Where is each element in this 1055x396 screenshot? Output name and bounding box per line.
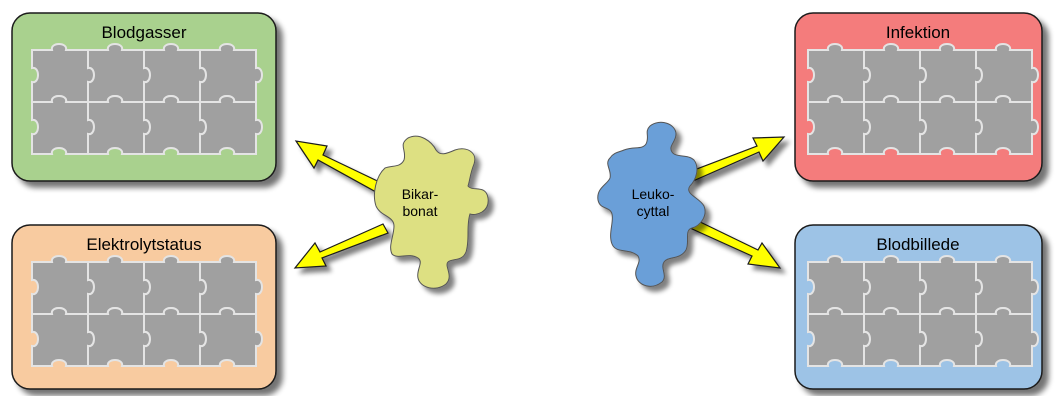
puzzle-grid-elektrolytstatus-piece [144, 308, 206, 366]
puzzle-grid-blodbillede-piece [920, 308, 982, 366]
puzzle-grid-elektrolytstatus-piece [32, 308, 94, 366]
puzzle-grid-blodgasser-piece [32, 44, 94, 102]
puzzle-grid-blodbillede-piece [864, 308, 926, 366]
puzzle-grid-blodgasser-piece [32, 96, 94, 154]
box-elektrolytstatus-title: Elektrolytstatus [86, 235, 201, 254]
puzzle-grid-infektion-piece [808, 44, 870, 102]
arrow-to-blodbillede [690, 219, 780, 268]
box-blodbillede-title: Blodbillede [876, 235, 959, 254]
puzzle-grid-infektion-piece [920, 44, 982, 102]
piece-bikarbonat-line2: bonat [402, 203, 437, 219]
puzzle-grid-blodgasser-piece [200, 96, 262, 154]
puzzle-grid-infektion [808, 44, 1038, 154]
puzzle-grid-elektrolytstatus-piece [200, 256, 262, 314]
puzzle-grid-elektrolytstatus-piece [88, 256, 150, 314]
puzzle-grid-elektrolytstatus-piece [200, 308, 262, 366]
puzzle-grid-infektion-piece [864, 96, 926, 154]
arrow-to-elektrolytstatus [295, 224, 388, 268]
puzzle-grid-blodgasser-piece [144, 96, 206, 154]
puzzle-grid-infektion-piece [864, 44, 926, 102]
puzzle-grid-blodbillede [808, 256, 1038, 366]
puzzle-grid-blodbillede-piece [808, 308, 870, 366]
piece-bikarbonat-line1: Bikar- [402, 186, 439, 202]
puzzle-grid-elektrolytstatus [32, 256, 262, 366]
puzzle-grid-elektrolytstatus-piece [88, 308, 150, 366]
puzzle-grid-blodbillede-piece [808, 256, 870, 314]
puzzle-grid-blodbillede-piece [976, 308, 1038, 366]
puzzle-grid-blodbillede-piece [864, 256, 926, 314]
puzzle-grid-elektrolytstatus-piece [144, 256, 206, 314]
puzzle-grid-blodgasser-piece [88, 44, 150, 102]
piece-leukocyttal-line1: Leuko- [632, 186, 675, 202]
puzzle-grid-infektion-piece [976, 96, 1038, 154]
puzzle-grid-blodbillede-piece [920, 256, 982, 314]
puzzle-grid-blodgasser-piece [88, 96, 150, 154]
puzzle-grid-infektion-piece [976, 44, 1038, 102]
puzzle-grid-blodgasser-piece [144, 44, 206, 102]
box-infektion-title: Infektion [886, 23, 950, 42]
puzzle-grid-blodgasser-piece [200, 44, 262, 102]
arrow-to-infektion [689, 137, 784, 181]
puzzle-grid-elektrolytstatus-piece [32, 256, 94, 314]
puzzle-grid-blodbillede-piece [976, 256, 1038, 314]
box-blodgasser-title: Blodgasser [101, 23, 186, 42]
puzzle-grid-infektion-piece [920, 96, 982, 154]
piece-leukocyttal-line2: cyttal [637, 203, 670, 219]
puzzle-grid-infektion-piece [808, 96, 870, 154]
puzzle-grid-blodgasser [32, 44, 262, 154]
